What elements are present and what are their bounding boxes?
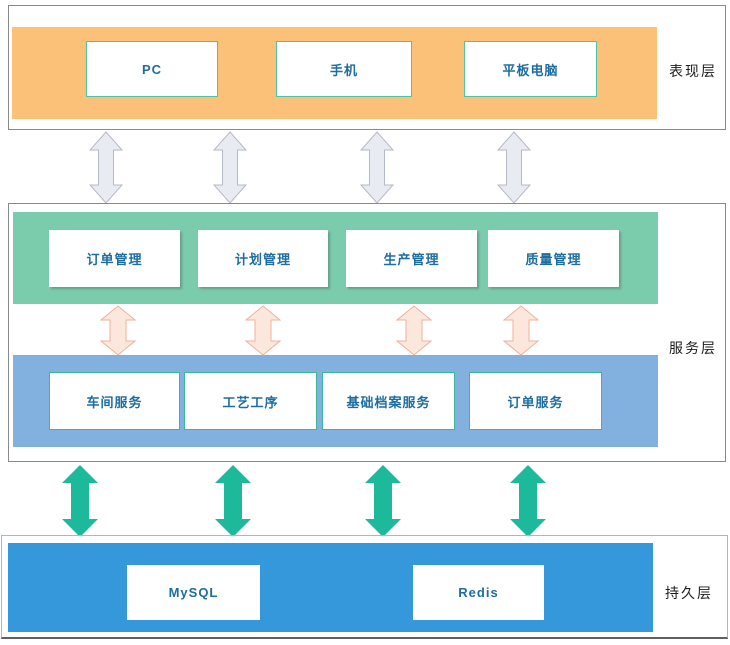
persistence-layer-band — [8, 543, 653, 632]
node-order-management: 订单管理 — [49, 230, 180, 287]
node-workshop-service: 车间服务 — [49, 372, 180, 430]
teal-double-arrow-icon — [510, 465, 546, 537]
node-order-service: 订单服务 — [469, 372, 602, 430]
node-production-management: 生产管理 — [346, 230, 477, 287]
gray-double-arrow-icon — [360, 131, 394, 204]
pink-double-arrow-icon — [503, 305, 539, 356]
node-mysql: MySQL — [127, 565, 260, 620]
gray-double-arrow-icon — [213, 131, 247, 204]
node-quality-management: 质量管理 — [488, 230, 619, 287]
pink-double-arrow-icon — [100, 305, 136, 356]
node-process-procedure: 工艺工序 — [184, 372, 317, 430]
teal-double-arrow-icon — [62, 465, 98, 537]
persistence-layer-container: MySQL Redis 持久层 — [1, 535, 728, 639]
presentation-layer-container: PC 手机 平板电脑 表现层 — [8, 5, 726, 130]
service-layer-container: 订单管理 计划管理 生产管理 质量管理 车间服务 工艺工序 基础档案服务 订单服… — [8, 203, 726, 462]
node-plan-management: 计划管理 — [198, 230, 328, 287]
teal-double-arrow-icon — [215, 465, 251, 537]
teal-double-arrow-icon — [365, 465, 401, 537]
node-pc: PC — [86, 41, 218, 97]
presentation-layer-label: 表现层 — [669, 63, 717, 79]
node-mobile: 手机 — [276, 41, 412, 97]
gray-double-arrow-icon — [497, 131, 531, 204]
persistence-layer-label: 持久层 — [665, 585, 713, 601]
pink-double-arrow-icon — [396, 305, 432, 356]
gray-double-arrow-icon — [89, 131, 123, 204]
pink-double-arrow-icon — [245, 305, 281, 356]
node-tablet: 平板电脑 — [464, 41, 597, 97]
node-redis: Redis — [413, 565, 544, 620]
node-basic-archive-service: 基础档案服务 — [322, 372, 455, 430]
service-layer-label: 服务层 — [669, 340, 717, 356]
